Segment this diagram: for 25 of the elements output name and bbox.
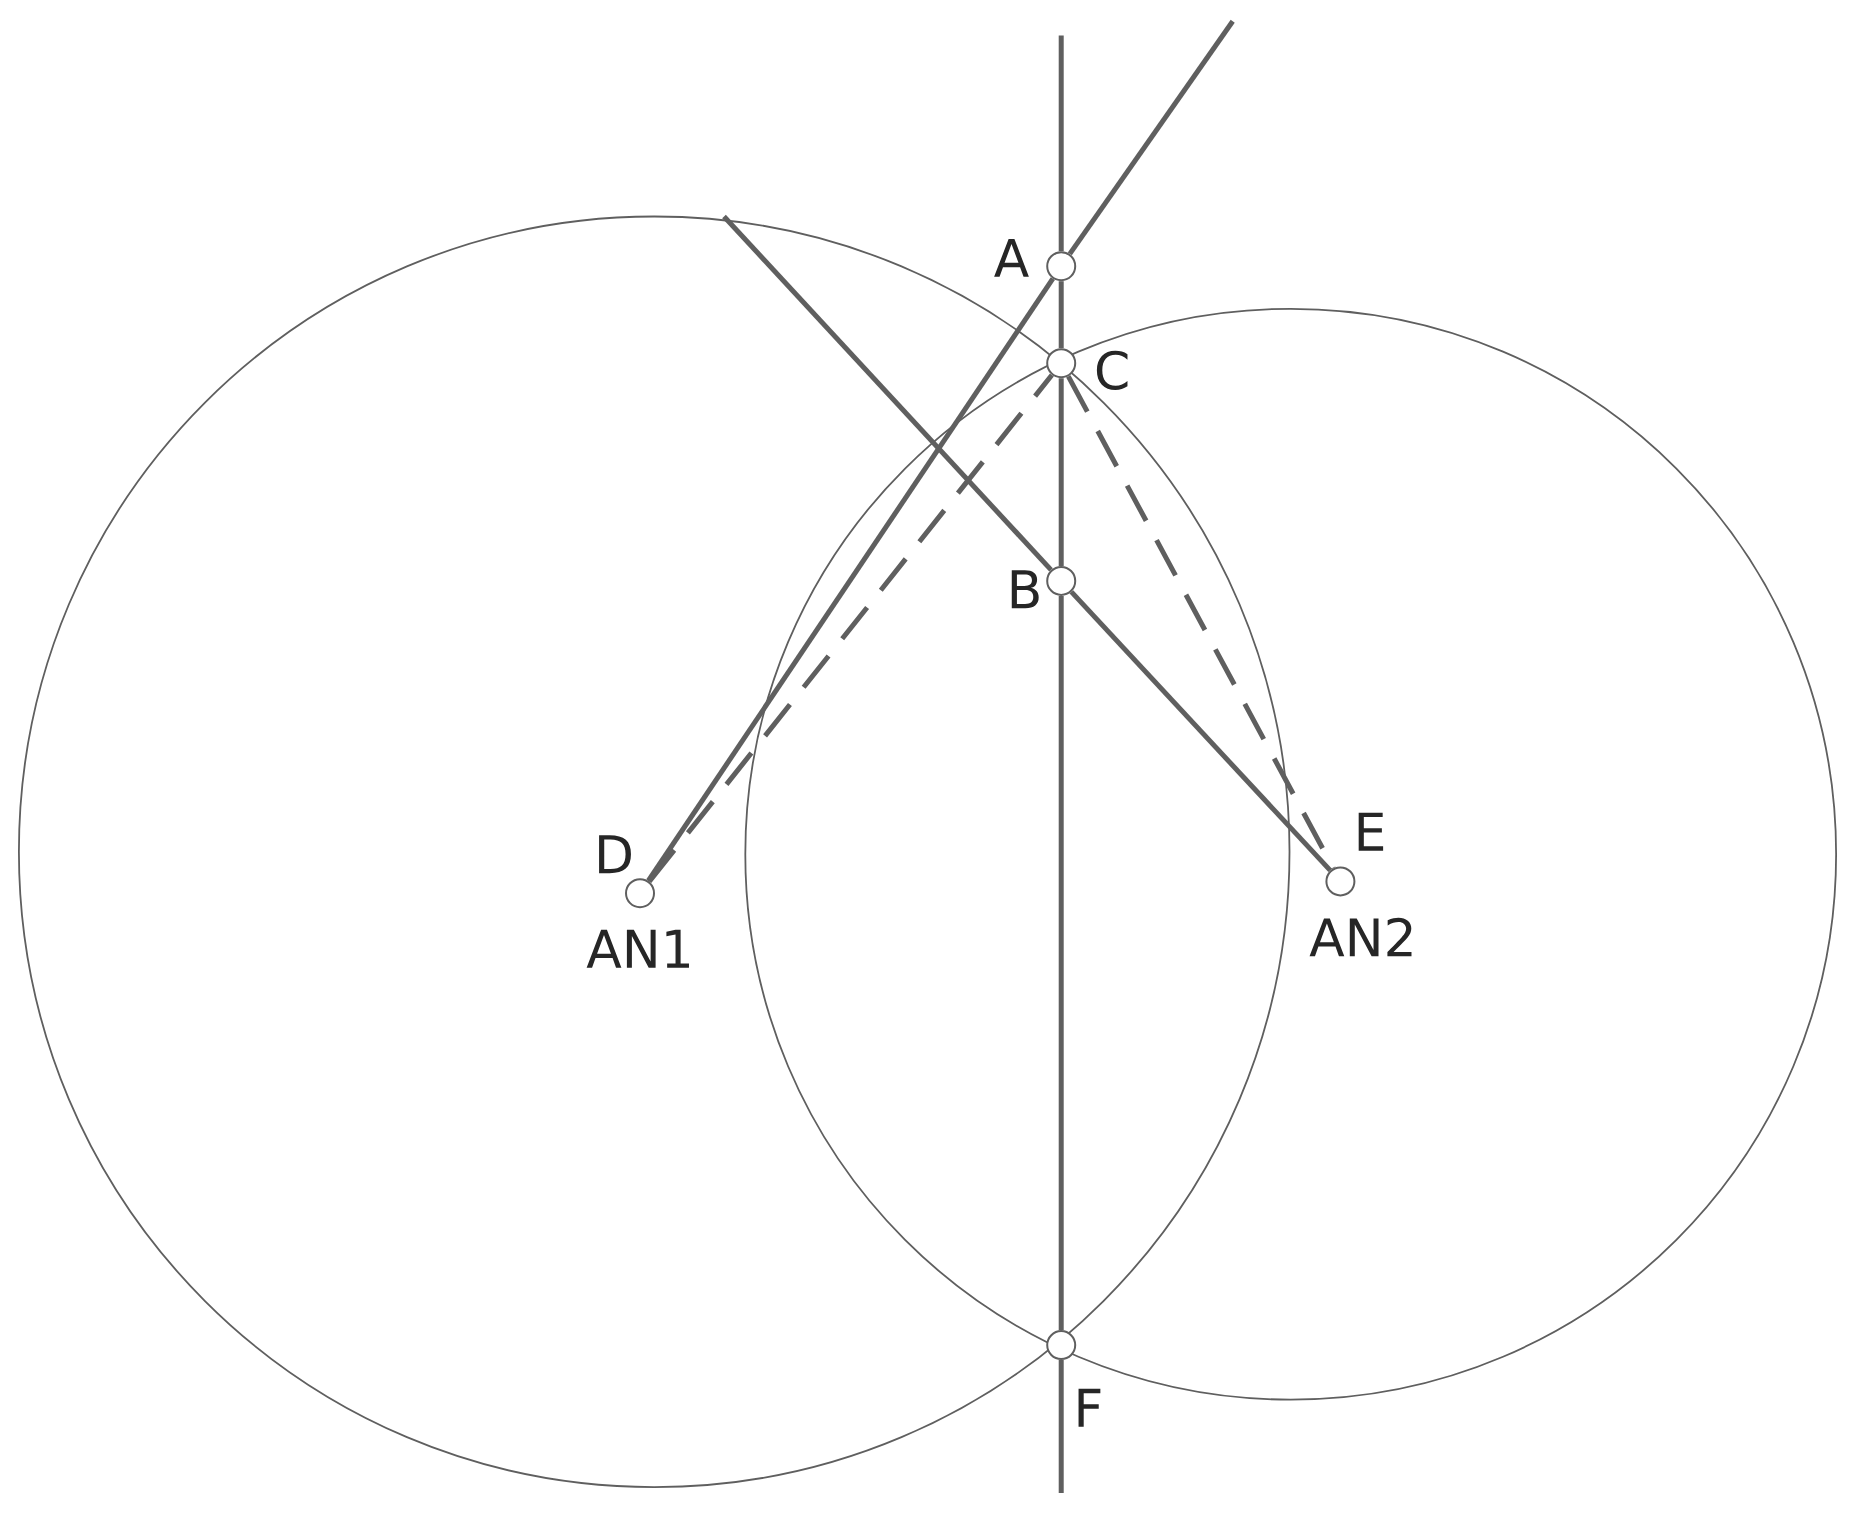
line [1058, 595, 1064, 1331]
point-marker [1325, 866, 1356, 897]
line [647, 373, 1054, 883]
point-label: AN2 [1309, 917, 1412, 957]
line [1069, 590, 1333, 873]
point-label: B [1011, 570, 1039, 609]
line [722, 214, 1053, 572]
line [1058, 35, 1064, 252]
point-label: AN1 [586, 929, 689, 968]
point-marker [1046, 348, 1077, 379]
point-label: A [994, 238, 1029, 277]
point-marker [1046, 565, 1077, 596]
line [1058, 378, 1064, 566]
line [1058, 281, 1064, 349]
point-label: E [1358, 812, 1384, 851]
point-marker [1046, 1330, 1077, 1361]
point-label: F [1078, 1388, 1101, 1427]
point-marker [625, 878, 655, 909]
line [1066, 375, 1336, 870]
point-label: C [1096, 350, 1128, 390]
line [1067, 19, 1235, 256]
point-label: D [599, 835, 631, 874]
point-marker [1046, 251, 1077, 282]
line [1058, 1360, 1064, 1493]
line [646, 277, 1055, 883]
